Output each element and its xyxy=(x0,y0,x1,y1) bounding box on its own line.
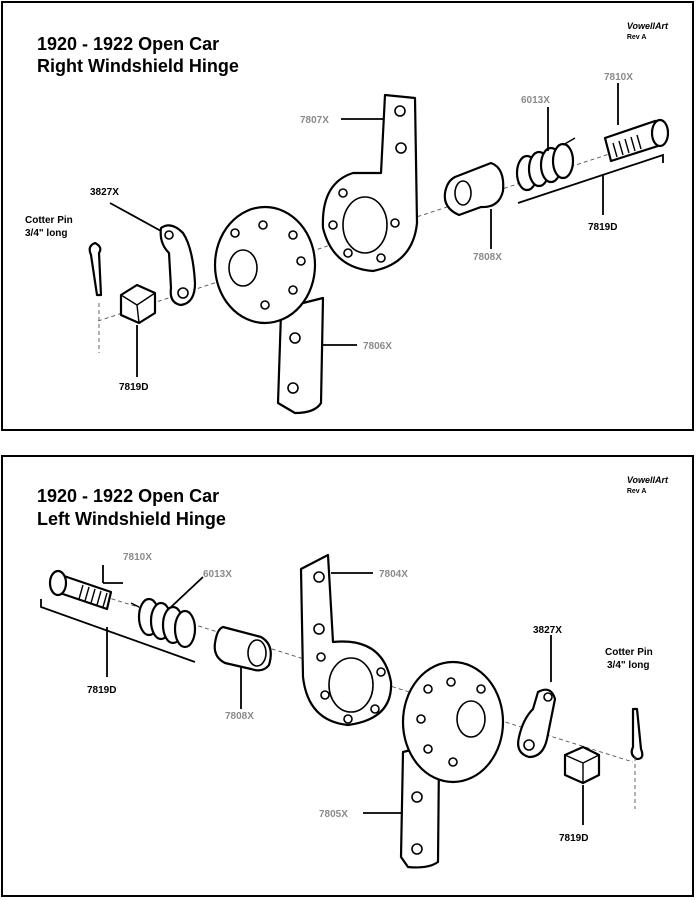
label-3827x: 3827X xyxy=(533,625,562,636)
label-cotter-length: 3/4" long xyxy=(25,228,68,239)
label-7810x: 7810X xyxy=(123,552,152,563)
label-7807x: 7807X xyxy=(300,115,329,126)
spring-6013x xyxy=(515,137,576,192)
link-3827x xyxy=(517,688,557,759)
left-hinge-diagram: 7810X 6013X 7804X 7819D 7808X 3827X Cott… xyxy=(40,552,653,869)
pin-7810x xyxy=(48,569,113,611)
label-6013x: 6013X xyxy=(203,569,232,580)
nut-7819d xyxy=(563,745,601,785)
label-cotter-length: 3/4" long xyxy=(607,660,650,671)
label-7804x: 7804X xyxy=(379,569,408,580)
panel-title-line2: Right Windshield Hinge xyxy=(37,56,239,76)
right-hinge-panel: 1920 - 1922 Open Car Right Windshield Hi… xyxy=(1,1,694,431)
bushing-7808x xyxy=(213,625,272,672)
brand-name: VowellArt xyxy=(626,21,668,31)
brand-block: VowellArt Rev A xyxy=(627,475,668,497)
link-3827x xyxy=(159,224,197,307)
cotter-pin xyxy=(630,707,644,809)
label-7810x: 7810X xyxy=(604,72,633,83)
brand-block: VowellArt Rev A xyxy=(627,21,668,43)
revision-label: Rev A xyxy=(626,488,647,495)
label-cotter-pin: Cotter Pin xyxy=(25,215,73,226)
label-7808x: 7808X xyxy=(473,252,502,263)
panel-title-line1: 1920 - 1922 Open Car xyxy=(37,486,220,506)
label-7819d-nut: 7819D xyxy=(119,382,148,393)
plate-7806x xyxy=(213,205,325,415)
label-7808x: 7808X xyxy=(225,711,254,722)
pin-7810x xyxy=(603,118,670,163)
label-7819d-pin: 7819D xyxy=(87,685,116,696)
spring-6013x xyxy=(130,597,197,649)
left-hinge-panel: 1920 - 1922 Open Car Left Windshield Hin… xyxy=(1,455,694,897)
label-6013x: 6013X xyxy=(521,95,550,106)
bushing-7808x xyxy=(443,161,505,217)
pin-bracket-line xyxy=(517,153,664,204)
revision-label: Rev A xyxy=(626,34,647,41)
label-7819d-nut: 7819D xyxy=(559,833,588,844)
label-7805x: 7805X xyxy=(319,809,348,820)
pin-bracket-line xyxy=(40,599,196,663)
plate-7807x xyxy=(321,93,419,273)
plate-7805x xyxy=(399,660,505,869)
label-7806x: 7806X xyxy=(363,341,392,352)
plate-7804x xyxy=(299,553,393,727)
panel-title-line2: Left Windshield Hinge xyxy=(37,509,226,529)
label-7819d-pin: 7819D xyxy=(588,222,617,233)
cotter-pin xyxy=(88,241,103,353)
brand-name: VowellArt xyxy=(626,475,668,485)
panel-title-line1: 1920 - 1922 Open Car xyxy=(37,34,220,54)
label-3827x: 3827X xyxy=(90,187,119,198)
nut-7819d xyxy=(119,283,157,325)
label-cotter-pin: Cotter Pin xyxy=(605,647,653,658)
right-hinge-diagram: 7807X 6013X 7810X 3827X 7819D 7808X Cott… xyxy=(25,72,670,415)
